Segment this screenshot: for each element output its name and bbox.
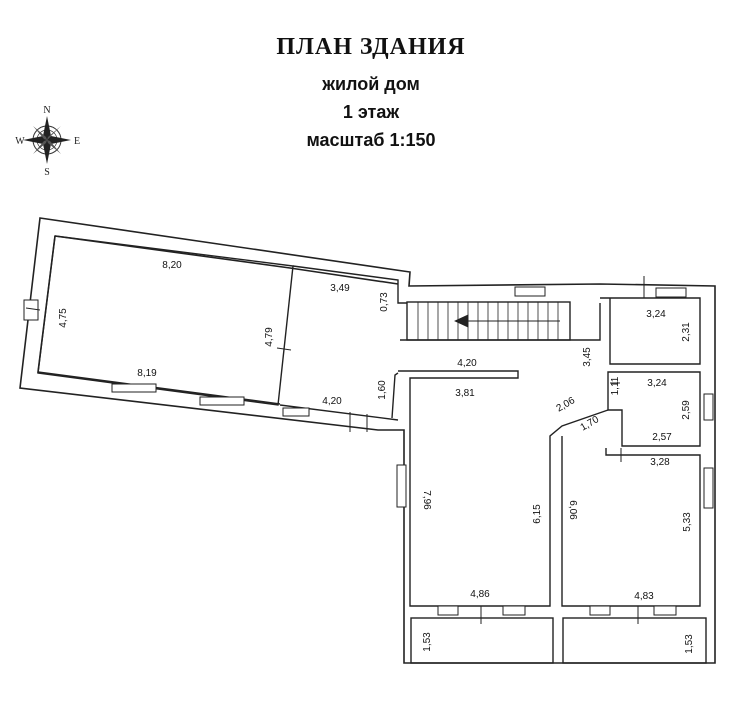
compass-north-label: N xyxy=(43,105,50,116)
dimension-label: 3,24 xyxy=(646,309,666,320)
dimension-label: 4,75 xyxy=(58,308,69,328)
compass-south-label: S xyxy=(44,167,50,178)
dimension-label: 2,06 xyxy=(555,395,578,414)
window-bottom-1 xyxy=(111,383,157,393)
dimension-label: 2,57 xyxy=(652,432,672,443)
dimension-label: 3,49 xyxy=(330,283,350,294)
dimension-label: 2,31 xyxy=(681,322,692,342)
dimension-label: 8,19 xyxy=(137,368,157,379)
dimension-label: 1,53 xyxy=(422,632,433,652)
dimension-label: 6,06 xyxy=(567,500,578,520)
staircase xyxy=(417,302,560,340)
scale-label: масштаб 1:150 xyxy=(306,130,436,150)
window-hall-bottom-1 xyxy=(437,605,459,616)
dimension-label: 3,24 xyxy=(647,378,667,389)
window-top-1 xyxy=(514,286,546,297)
dimension-label: 1,70 xyxy=(579,414,602,433)
door-marks xyxy=(25,276,645,624)
window-hall-bottom-2 xyxy=(502,605,526,616)
window-top-2 xyxy=(655,287,687,298)
window-room-bottom-1 xyxy=(589,605,611,616)
dimension-label: 3,45 xyxy=(582,347,593,367)
window-bottom-3 xyxy=(282,407,310,417)
windows xyxy=(23,286,714,616)
window-left xyxy=(23,299,39,321)
window-hall-left xyxy=(396,464,407,508)
window-bottom-2 xyxy=(199,396,245,406)
dimension-label: 6,15 xyxy=(532,504,543,524)
window-room-bottom-2 xyxy=(653,605,677,616)
compass-west-label: W xyxy=(15,136,25,147)
dimension-label: 4,86 xyxy=(470,589,490,600)
plan-title: ПЛАН ЗДАНИЯ xyxy=(276,34,466,60)
dimension-label: 4,79 xyxy=(264,327,275,347)
window-right-1 xyxy=(703,393,714,421)
stair-direction-arrow-icon xyxy=(454,314,469,328)
dimension-label: 1,53 xyxy=(684,634,695,654)
dimension-label: 5,33 xyxy=(682,512,693,532)
interior-walls xyxy=(37,235,707,664)
dimension-label: 8,20 xyxy=(162,260,182,271)
building-type: жилой дом xyxy=(322,74,420,94)
dimension-label: 1,11 xyxy=(610,376,621,395)
compass-east-label: E xyxy=(74,136,80,147)
exterior-walls xyxy=(19,217,716,664)
dimension-label: 0,73 xyxy=(379,292,390,312)
dimension-label: 4,20 xyxy=(457,358,477,369)
dimension-label: 4,83 xyxy=(634,591,654,602)
dimension-label: 1,60 xyxy=(377,380,388,400)
dimension-label: 3,28 xyxy=(650,457,670,468)
window-right-2 xyxy=(703,467,714,509)
floor-label: 1 этаж xyxy=(342,102,400,122)
compass-rose-icon: N S W E xyxy=(15,105,80,178)
dimension-label: 7,96 xyxy=(421,490,432,510)
dimension-label: 4,20 xyxy=(322,396,342,407)
dimension-label: 2,59 xyxy=(681,400,692,420)
dimension-label: 3,81 xyxy=(455,388,475,399)
